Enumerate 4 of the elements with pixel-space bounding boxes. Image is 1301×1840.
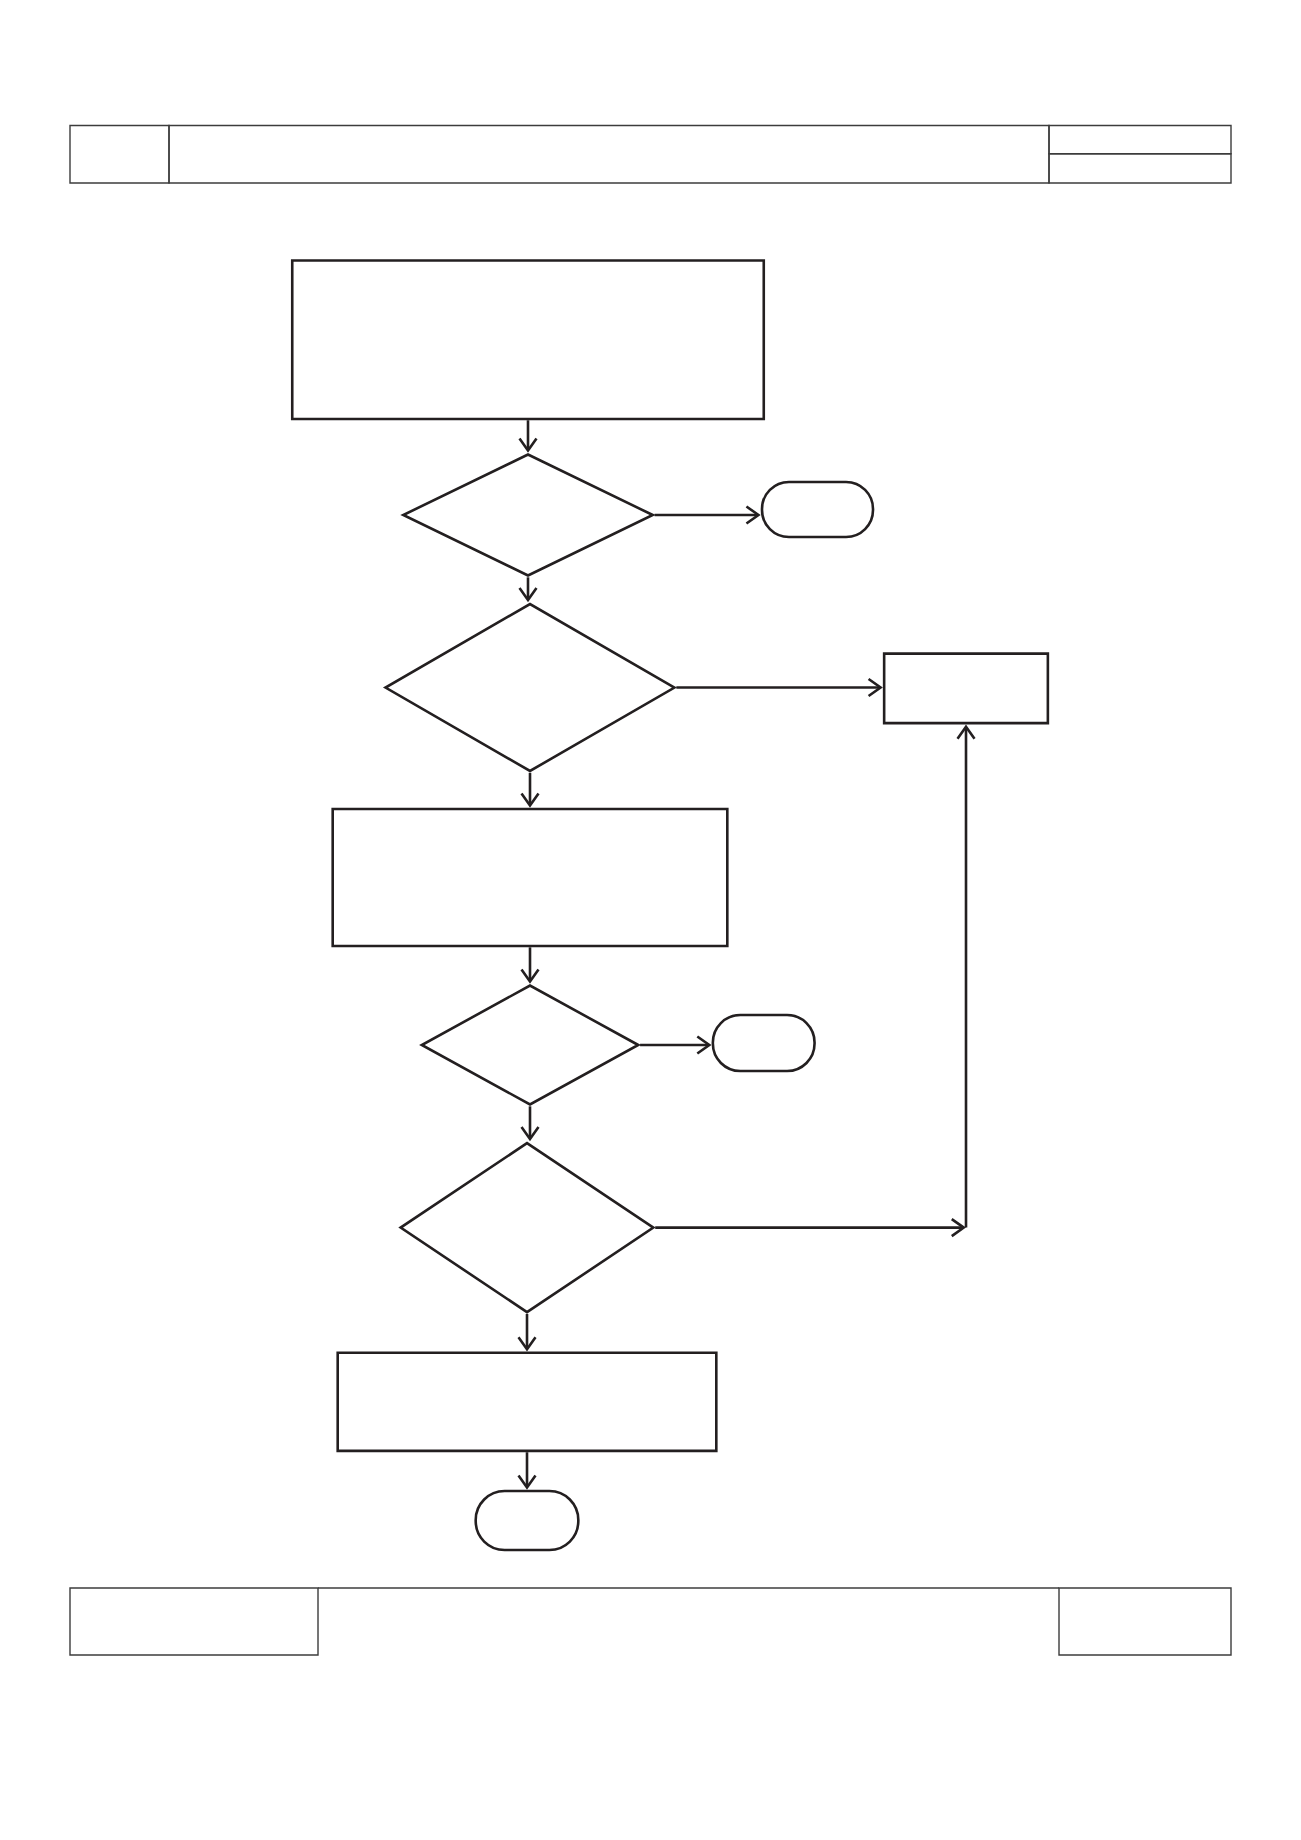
process-box bbox=[336, 1351, 718, 1453]
process-box bbox=[331, 807, 729, 948]
process-box bbox=[290, 259, 766, 421]
process-box bbox=[882, 652, 1050, 725]
